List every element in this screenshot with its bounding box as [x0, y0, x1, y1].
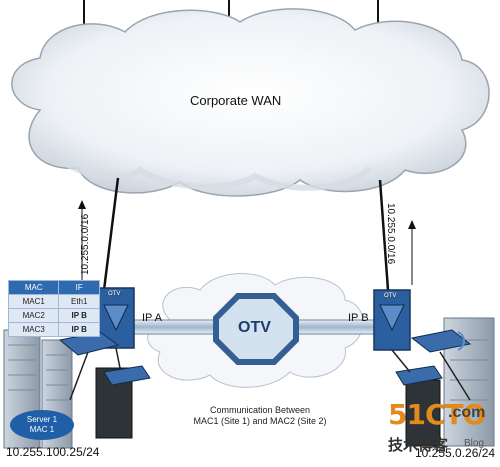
mac-table: MAC IF MAC1 Eth1 MAC2 IP B MAC3 IP B	[7, 280, 100, 337]
switch-right-1	[410, 329, 472, 353]
caption-line-2: MAC1 (Site 1) and MAC2 (Site 2)	[193, 416, 327, 426]
ip-b-label: IP B	[348, 312, 369, 324]
watermark-brand: 51CTO	[388, 398, 486, 431]
table-row: MAC3 IP B	[7, 322, 100, 337]
site-2-datacenter	[373, 289, 495, 447]
server-1-badge: Server 1 MAC 1	[10, 410, 74, 440]
wan-link-right	[378, 179, 390, 291]
corporate-wan-cloud	[11, 8, 490, 197]
mac-table-header: MAC	[7, 280, 60, 295]
ip-a-label: IP A	[142, 312, 162, 324]
watermark-blog: Blog	[464, 438, 485, 449]
otv-device-tag-right: OTV	[382, 293, 399, 299]
subnet-label-left: 10.255.100.25/24	[6, 445, 100, 459]
otv-device-tag-left: OTV	[106, 291, 123, 297]
table-row: MAC1 Eth1	[7, 294, 100, 309]
otv-label: OTV	[238, 319, 271, 336]
interface-cell: Eth1	[58, 294, 100, 309]
otv-octagon	[213, 293, 299, 365]
mac-table-header: IF	[58, 280, 100, 295]
caption-line-1: Communication Between	[209, 405, 311, 415]
mac-cell: MAC2	[7, 308, 60, 323]
switch-right-2	[395, 365, 443, 386]
watermark-cn: 技术博客	[388, 436, 449, 454]
wan-link-left	[102, 177, 120, 291]
server-mac: MAC 1	[29, 425, 55, 434]
switch-left-2	[103, 365, 151, 386]
server-name: Server 1	[26, 415, 58, 424]
table-row: MAC2 IP B	[7, 308, 100, 323]
watermark-domain: .com	[448, 404, 486, 421]
route-label-right: 10.255.0.0/16	[385, 203, 396, 265]
interface-cell: IP B	[58, 308, 100, 323]
communication-caption: Communication Between MAC1 (Site 1) and …	[180, 405, 340, 427]
mac-table-header-row: MAC IF	[7, 280, 100, 295]
corporate-wan-label: Corporate WAN	[190, 93, 282, 108]
interface-cell: IP B	[58, 322, 100, 337]
route-label-left: 10.255.0.0/16	[80, 213, 91, 275]
subnet-label-right: 10.255.0.26/24	[415, 446, 496, 460]
mac-cell: MAC3	[7, 322, 60, 337]
mac-cell: MAC1	[7, 294, 60, 309]
